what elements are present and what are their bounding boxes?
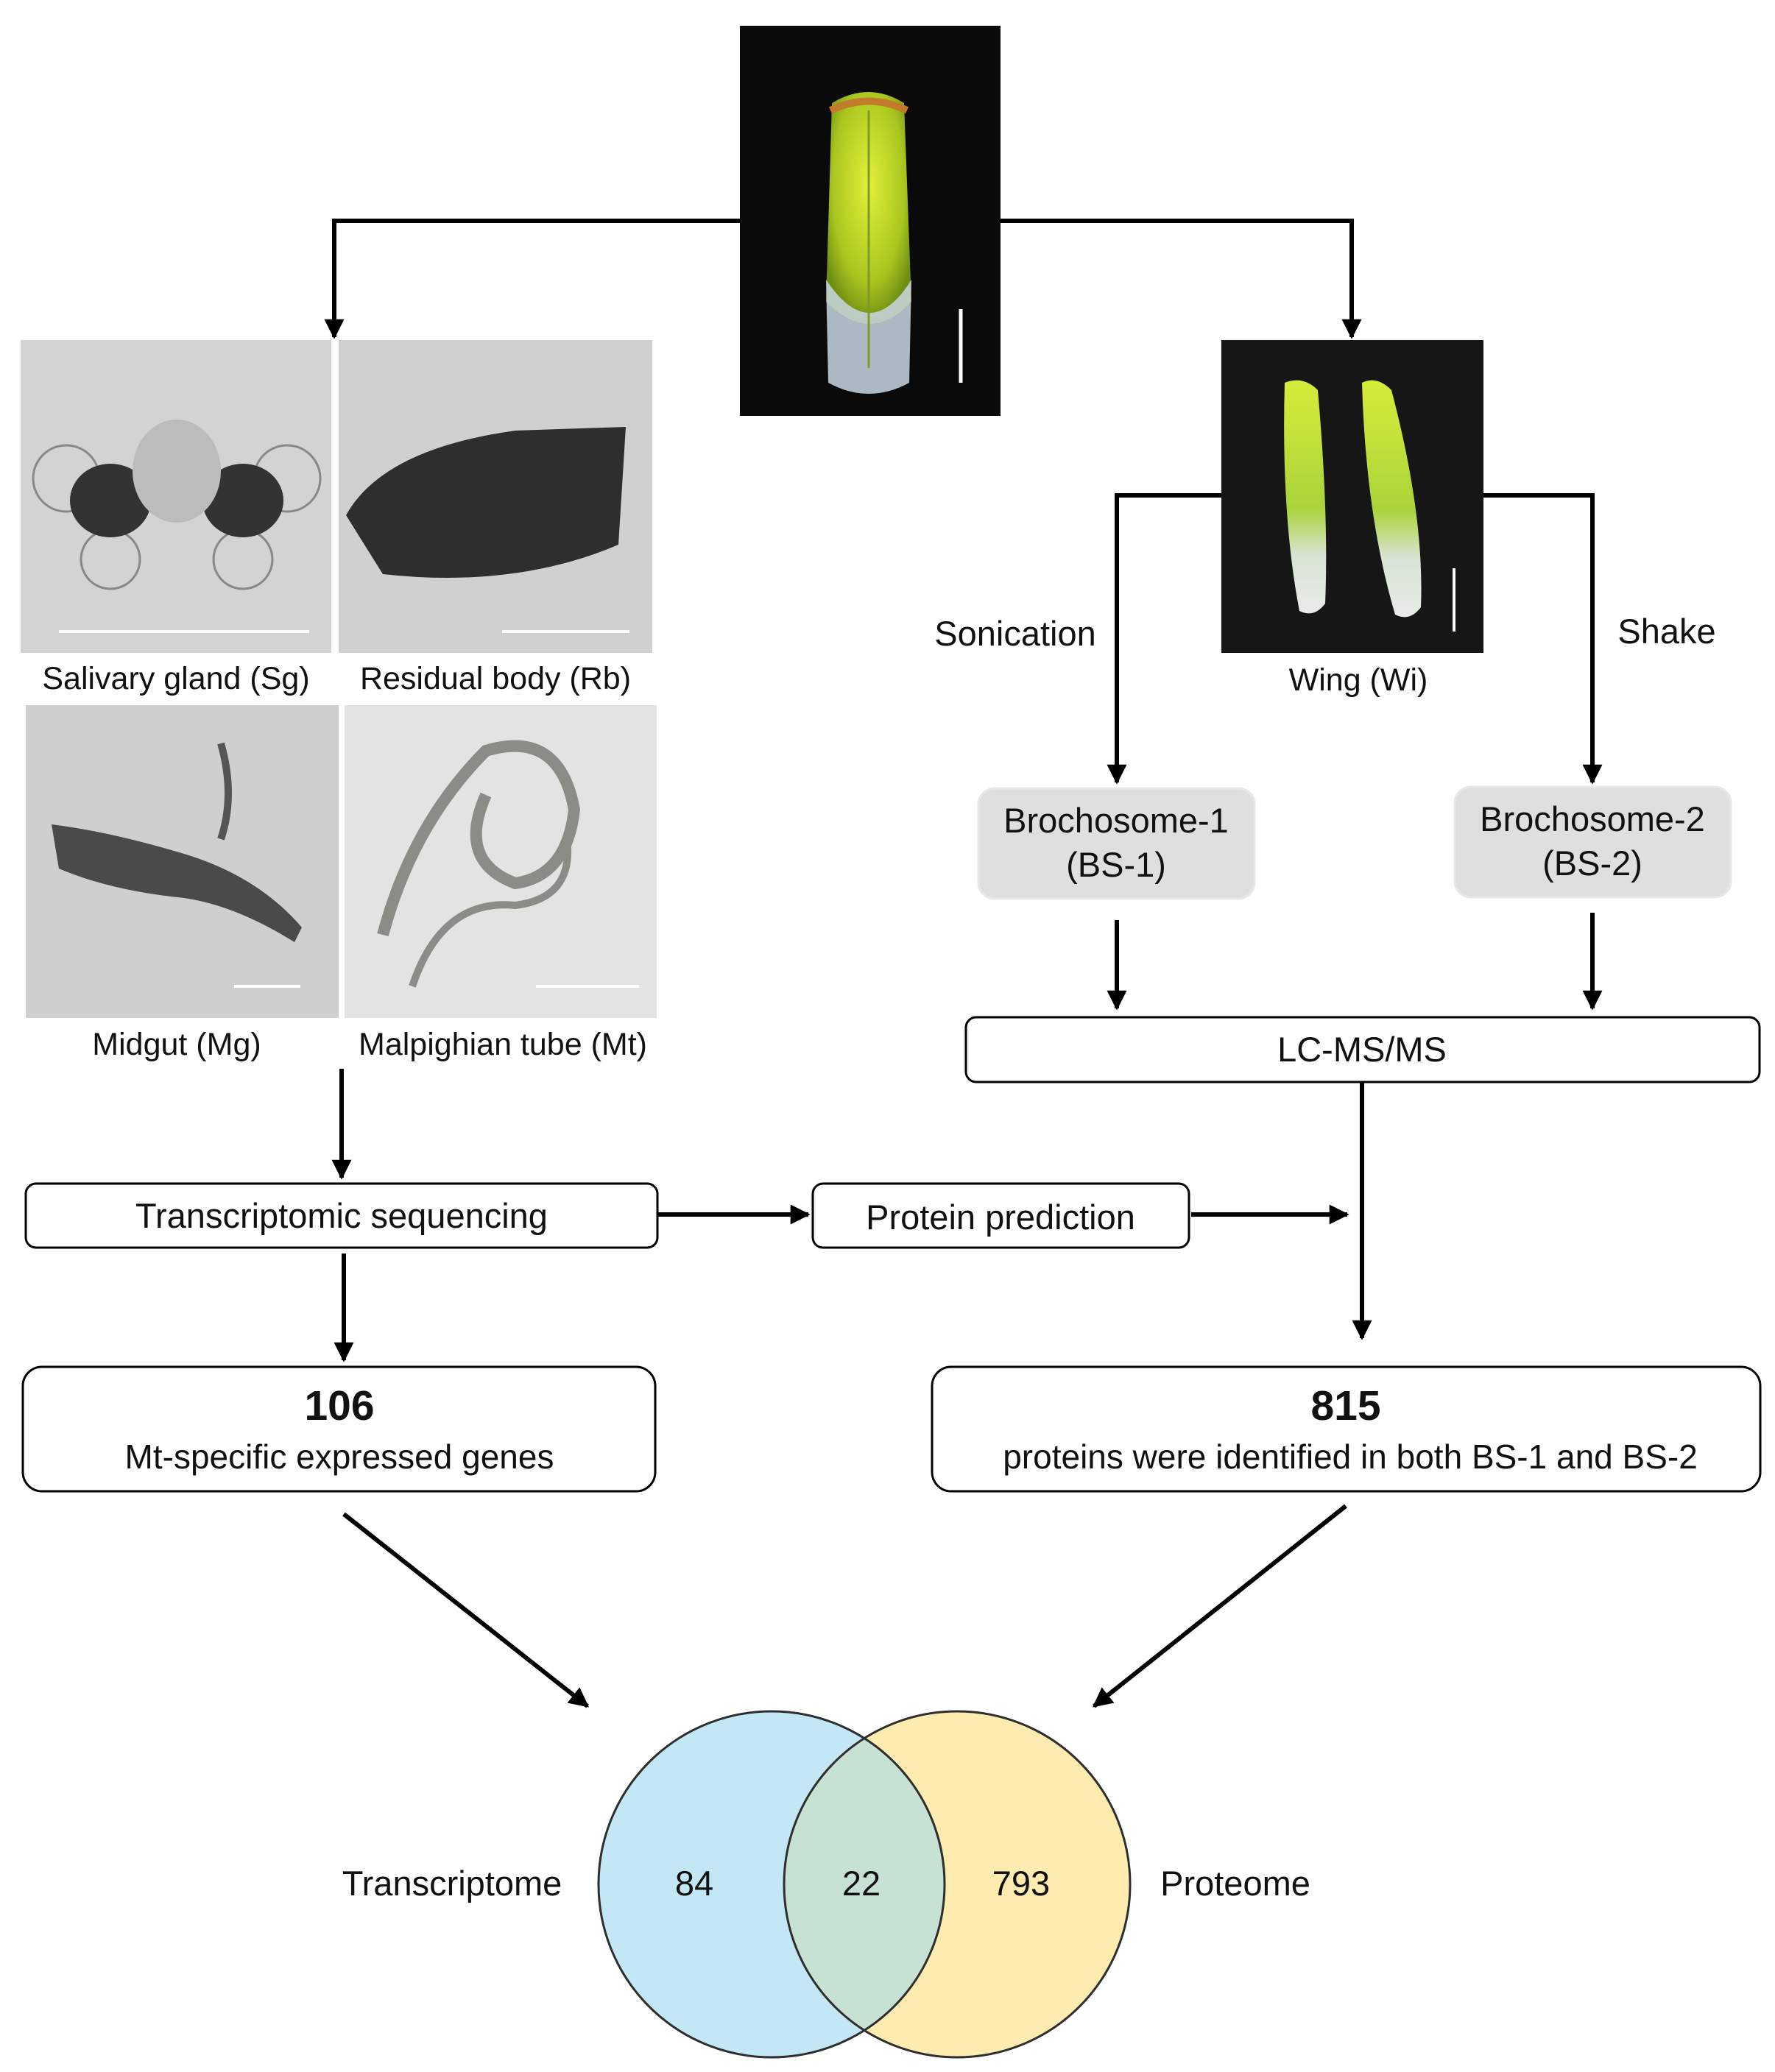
tissue-label-sg: Salivary gland (Sg) — [42, 661, 309, 696]
venn-left-label: Transcriptome — [342, 1864, 562, 1903]
brochosome-1-box — [977, 787, 1256, 900]
proteins-count: 815 — [1310, 1382, 1380, 1429]
bs2-name: Brochosome-2 — [1480, 799, 1705, 838]
tissue-label-rb: Residual body (Rb) — [360, 661, 631, 696]
genes-count: 106 — [304, 1382, 374, 1429]
lcms-box — [964, 1016, 1761, 1083]
venn-right-label: Proteome — [1160, 1864, 1310, 1903]
protein-prediction-label: Protein prediction — [866, 1198, 1135, 1237]
transcriptomic-box — [24, 1182, 659, 1249]
wing-label: Wing (Wi) — [1289, 662, 1428, 698]
venn-overlap — [784, 1711, 945, 2057]
lcms-label: LC-MS/MS — [1277, 1030, 1447, 1069]
shake-label: Shake — [1617, 612, 1715, 651]
connectors — [324, 219, 1603, 1708]
midgut-image — [26, 705, 339, 1018]
venn-diagram — [597, 1710, 1132, 2059]
malpighian-tube-image — [345, 705, 657, 1018]
genes-result-box — [21, 1365, 657, 1493]
venn-overlap-count: 22 — [842, 1864, 881, 1903]
genes-text: Mt-specific expressed genes — [125, 1438, 554, 1476]
tissue-label-mg: Midgut (Mg) — [92, 1027, 261, 1062]
wing-photo — [1221, 340, 1483, 653]
bs1-abbr: (BS-1) — [1066, 845, 1166, 884]
transcriptomic-label: Transcriptomic sequencing — [135, 1196, 548, 1235]
protein-prediction-box — [811, 1182, 1190, 1249]
venn-left-only-count: 84 — [675, 1864, 713, 1903]
leafhopper-photo — [740, 26, 1001, 416]
tissue-label-mt: Malpighian tube (Mt) — [359, 1027, 647, 1062]
residual-body-image — [339, 340, 652, 653]
sonication-label: Sonication — [934, 614, 1096, 653]
venn-right-only-count: 793 — [992, 1864, 1050, 1903]
bs2-abbr: (BS-2) — [1542, 844, 1642, 883]
bs1-name: Brochosome-1 — [1003, 801, 1229, 840]
brochosome-2-box — [1453, 785, 1732, 899]
proteins-result-box — [931, 1365, 1762, 1493]
salivary-gland-image — [21, 340, 331, 653]
proteins-text: proteins were identified in both BS-1 an… — [1003, 1438, 1698, 1476]
